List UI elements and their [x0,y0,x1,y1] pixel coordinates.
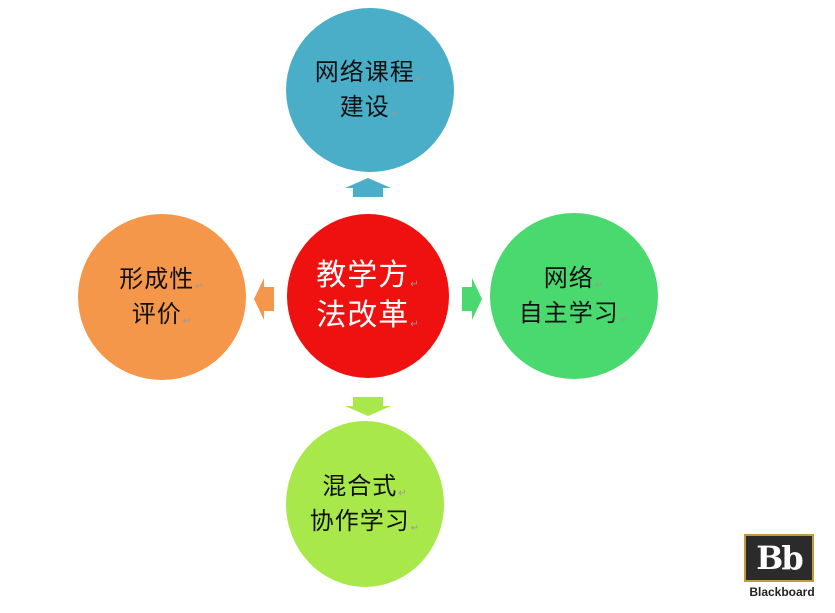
node-blended-collaborative-learning: 混合式 协作学习 [286,421,444,587]
blackboard-logo: Bb [744,534,814,582]
node-label-line: 建设 [340,90,400,125]
node-label-line: 教学方 [316,256,419,297]
node-formative-evaluation: 形成性 评价 [78,214,246,380]
arrow-left-icon [254,278,274,320]
logo-mark: Bb [756,539,803,577]
node-label-line: 网络 [544,261,604,296]
logo-name: Blackboard [749,585,815,599]
node-label-line: 混合式 [322,469,407,504]
node-label-line: 协作学习 [310,504,420,539]
node-online-self-learning: 网络 自主学习 [490,213,658,379]
node-label-line: 自主学习 [519,296,629,331]
node-teaching-method-reform: 教学方 法改革 [287,214,449,378]
node-label-line: 评价 [132,297,192,332]
arrow-right-icon [462,278,482,320]
arrow-down-icon [345,397,391,416]
node-label-line: 法改革 [316,296,419,337]
node-label-line: 形成性 [119,262,204,297]
node-online-course-building: 网络课程 建设 [286,8,454,172]
node-label-line: 网络课程 [315,55,425,90]
arrow-up-icon [345,178,391,197]
